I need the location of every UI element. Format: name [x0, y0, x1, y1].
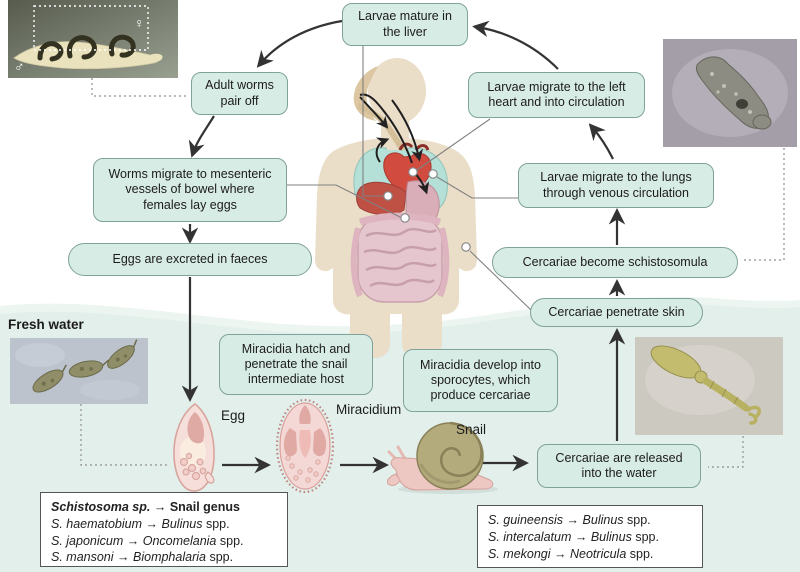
- snail-drawing: [387, 421, 498, 494]
- egg-spine: [204, 471, 215, 484]
- female-icon: ♀: [134, 15, 145, 31]
- step-cercariae-penetrate-skin: Cercariae penetrate skin: [530, 298, 703, 327]
- flow-arrows: [181, 19, 626, 474]
- skin-dot: [461, 242, 471, 252]
- miracidium-drawing: [275, 398, 335, 494]
- heart-dot: [408, 167, 418, 177]
- species-table-header: Schistosoma sp. → Snail genus: [51, 499, 277, 516]
- species-row: S. japonicum → Oncomelania spp.: [51, 533, 244, 548]
- step-larvae-left-heart: Larvae migrate to the left heart and int…: [468, 72, 645, 118]
- step-adult-worms-pair: Adult worms pair off: [191, 72, 288, 115]
- genus-header: Schistosoma sp.: [51, 500, 151, 514]
- dotted-connectors: [80, 78, 785, 468]
- step-cercariae-released: Cercariae are released into the water: [537, 444, 701, 488]
- cercaria-furca: [746, 405, 761, 425]
- adult-worms-photo: ♀ ♂: [8, 0, 178, 78]
- human-body-illustration: [315, 58, 477, 358]
- miracidium-label: Miracidium: [336, 402, 402, 417]
- schistosomulum-photo: [663, 39, 797, 147]
- egg-photo-connector: [80, 404, 170, 466]
- intestines: [350, 212, 450, 303]
- species-row: S. haematobium → Bulinus spp.: [51, 516, 230, 531]
- step-miracidia-hatch: Miracidia hatch and penetrate the snail …: [219, 334, 373, 395]
- lung-dot: [428, 169, 438, 179]
- cilia: [275, 398, 335, 494]
- eggs-photo: [10, 338, 148, 404]
- liver-dot: [383, 191, 393, 201]
- egg-2: [68, 359, 110, 378]
- species-row: S. guineensis → Bulinus spp.: [488, 513, 651, 527]
- snail-genus-header: Snail genus: [169, 500, 240, 514]
- species-table-right: S. guineensis → Bulinus spp. S. intercal…: [477, 505, 703, 568]
- arrow-glyph: →: [153, 500, 167, 514]
- step-miracidia-develop: Miracidia develop into sporocytes, which…: [403, 349, 558, 412]
- worm-photo-connector: [91, 78, 189, 97]
- speckles: [710, 72, 752, 114]
- schistosomulum-photo-connector: [741, 148, 785, 261]
- step-worms-migrate-bowel: Worms migrate to mesenteric vessels of b…: [93, 158, 287, 222]
- cercaria-tail: [702, 377, 750, 412]
- organ-callout-lines: [287, 46, 532, 311]
- right-leg: [402, 300, 442, 358]
- female-highlight-rect: [33, 5, 149, 51]
- snail-label: Snail: [456, 422, 487, 437]
- step-eggs-excreted: Eggs are excreted in faeces: [68, 243, 312, 276]
- species-table-left: Schistosoma sp. → Snail genus S. haemato…: [40, 492, 288, 567]
- egg-1: [32, 364, 67, 393]
- egg-3: [107, 339, 138, 369]
- cercaria-photo-connector: [708, 436, 744, 468]
- female-worm-coils: [37, 34, 136, 62]
- circulation-arrows: [359, 93, 430, 195]
- step-larvae-mature-liver: Larvae mature in the liver: [342, 3, 468, 46]
- male-icon: ♂: [14, 58, 25, 74]
- species-row: S. intercalatum → Bulinus spp.: [488, 529, 659, 544]
- organ-callout-dots: [383, 167, 471, 252]
- step-larvae-lungs: Larvae migrate to the lungs through veno…: [518, 163, 714, 208]
- step-cercariae-schistosomula: Cercariae become schistosomula: [492, 247, 738, 278]
- egg-label: Egg: [221, 408, 246, 423]
- species-row: S. mansoni → Biomphalaria spp.: [51, 550, 234, 565]
- egg-drawing: [173, 403, 215, 492]
- fresh-water-label: Fresh water: [8, 317, 84, 332]
- cercaria-photo: [635, 337, 783, 435]
- species-row: S. mekongi → Neotricula spp.: [488, 546, 654, 561]
- bowel-dot: [400, 213, 410, 223]
